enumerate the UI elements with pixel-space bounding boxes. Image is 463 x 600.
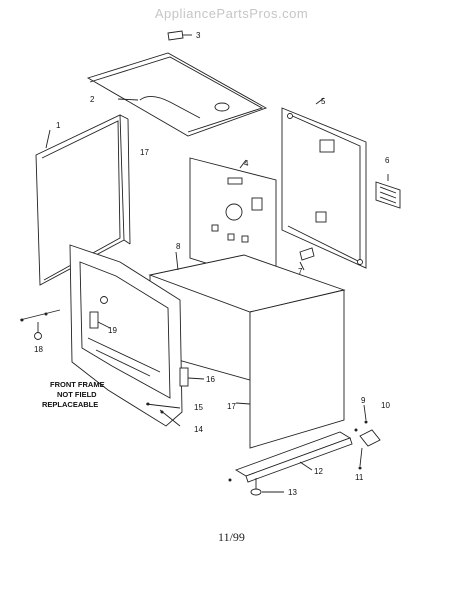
part-10-clip[interactable] (359, 429, 381, 447)
part-14-screw[interactable] (159, 409, 181, 427)
watermark: AppliancePartsPros.com (154, 6, 309, 21)
part-18-leveling-leg[interactable] (19, 296, 108, 340)
callout-9: 9 (361, 396, 366, 405)
part-11-screw[interactable] (358, 447, 363, 470)
part-9-screw[interactable] (363, 404, 368, 424)
callout-10: 10 (381, 401, 390, 410)
part-16-bracket[interactable] (179, 367, 205, 387)
callout-2: 2 (90, 95, 95, 104)
callout-1: 1 (56, 121, 61, 130)
callout-19: 19 (108, 326, 117, 335)
callout-3: 3 (196, 31, 201, 40)
part-6-vent-grille[interactable] (375, 174, 401, 209)
callout-11: 11 (355, 473, 364, 482)
part-15-screw[interactable] (145, 402, 181, 409)
callout-14: 14 (194, 425, 203, 434)
callout-15: 15 (194, 403, 203, 412)
callout-7: 7 (298, 267, 303, 276)
callout-4: 4 (244, 159, 249, 168)
callout-18: 18 (34, 345, 43, 354)
callout-6: 6 (385, 156, 390, 165)
part-12-base-rail[interactable] (228, 428, 358, 483)
note-line-2: NOT FIELD (57, 390, 97, 399)
part-17-right-side-panel[interactable] (235, 289, 345, 449)
callout-5: 5 (321, 97, 326, 106)
part-13-leveling-foot[interactable] (250, 478, 284, 496)
front-frame (69, 244, 183, 427)
note-line-1: FRONT FRAME (50, 380, 105, 389)
callout-16: 16 (206, 375, 215, 384)
callout-8: 8 (176, 242, 181, 251)
part-1-left-side-panel[interactable] (35, 114, 131, 286)
part-4-back-panel[interactable] (189, 157, 277, 286)
callout-12: 12 (314, 467, 323, 476)
part-3-clip[interactable] (167, 30, 192, 41)
part-5-rear-panel[interactable] (281, 97, 367, 269)
part-2-top-panel[interactable] (86, 52, 268, 137)
callout-13: 13 (288, 488, 297, 497)
callout-17-lower: 17 (227, 402, 236, 411)
callout-17-upper: 17 (140, 148, 149, 157)
note-line-3: REPLACEABLE (42, 400, 98, 409)
part-7-bracket[interactable] (299, 247, 315, 271)
part-19-bracket[interactable] (89, 311, 111, 329)
footer-date: 11/99 (218, 530, 245, 544)
